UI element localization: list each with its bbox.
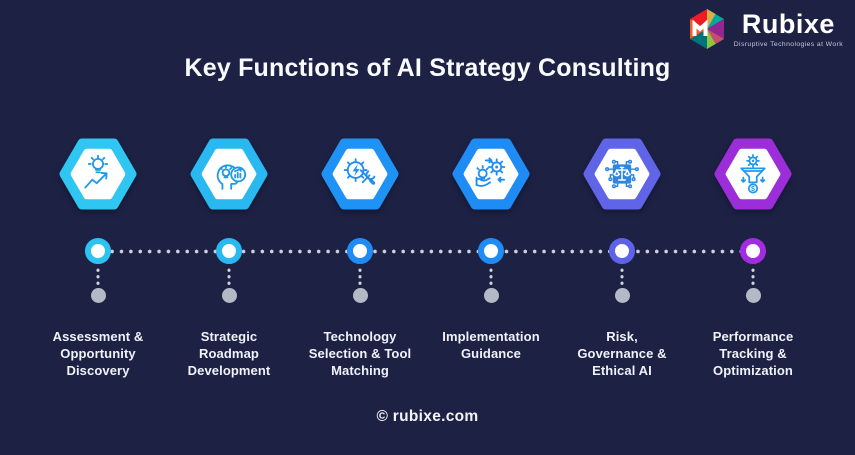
timeline-node [478,238,504,264]
timeline-step: Strategic Roadmap Development [149,138,309,380]
timeline-node [216,238,242,264]
idea-growth-icon [84,154,109,189]
hexagon-shape [59,138,137,210]
rubixe-cube-icon [689,9,724,49]
step-icon [77,153,119,195]
node-drop-line [751,267,755,287]
technology-tools-icon [343,158,376,185]
timeline-connector [98,249,754,254]
hexagon-shape [714,138,792,210]
step-hexagon: $ [713,138,793,210]
step-icon [601,153,643,195]
implementation-icon [475,157,506,187]
brand-tagline: Disruptive Technologies at Work [733,40,843,48]
ethics-governance-icon [605,159,639,189]
timeline-step: Assessment & Opportunity Discovery [18,138,178,380]
strategic-mind-icon [216,164,247,190]
step-hexagon [451,138,531,210]
step-hexagon [320,138,400,210]
step-hexagon [189,138,269,210]
step-icon [470,153,512,195]
timeline-step: $ Performance Tracking & Optimization [673,138,833,380]
step-label: Strategic Roadmap Development [187,329,271,378]
drop-dot [483,288,499,303]
drop-dot [745,288,761,303]
timeline-step: Risk, Governance & Ethical AI [542,138,702,380]
rubixe-logo: Rubixe Disruptive Technologies at Work [687,7,843,51]
node-drop-line [96,267,100,287]
drop-dot [614,288,630,303]
step-label: Performance Tracking & Optimization [712,329,794,378]
step-label: Technology Selection & Tool Matching [308,329,412,378]
timeline-node [740,238,766,264]
step-label: Risk, Governance & Ethical AI [577,329,667,378]
step-hexagon [582,138,662,210]
step-icon [339,153,381,195]
drop-dot [352,288,368,303]
step-hexagon [58,138,138,210]
timeline-node [609,238,635,264]
timeline-step: Implementation Guidance [411,138,571,363]
step-icon [208,153,250,195]
drop-dot [221,288,237,303]
drop-dot [90,288,106,303]
timeline-node [85,238,111,264]
timeline-step: Technology Selection & Tool Matching [280,138,440,380]
step-label: Assessment & Opportunity Discovery [52,329,144,378]
performance-funnel-icon: $ [740,154,766,194]
page-title: Key Functions of AI Strategy Consulting [184,54,671,82]
step-icon: $ [732,153,774,195]
node-drop-line [358,267,362,287]
timeline-node [347,238,373,264]
svg-text:$: $ [751,186,755,193]
node-drop-line [227,267,231,287]
footer-url: © rubixe.com [376,408,479,425]
node-drop-line [489,267,493,287]
step-label: Implementation Guidance [442,329,540,361]
node-drop-line [620,267,624,287]
brand-name: Rubixe [741,9,835,40]
